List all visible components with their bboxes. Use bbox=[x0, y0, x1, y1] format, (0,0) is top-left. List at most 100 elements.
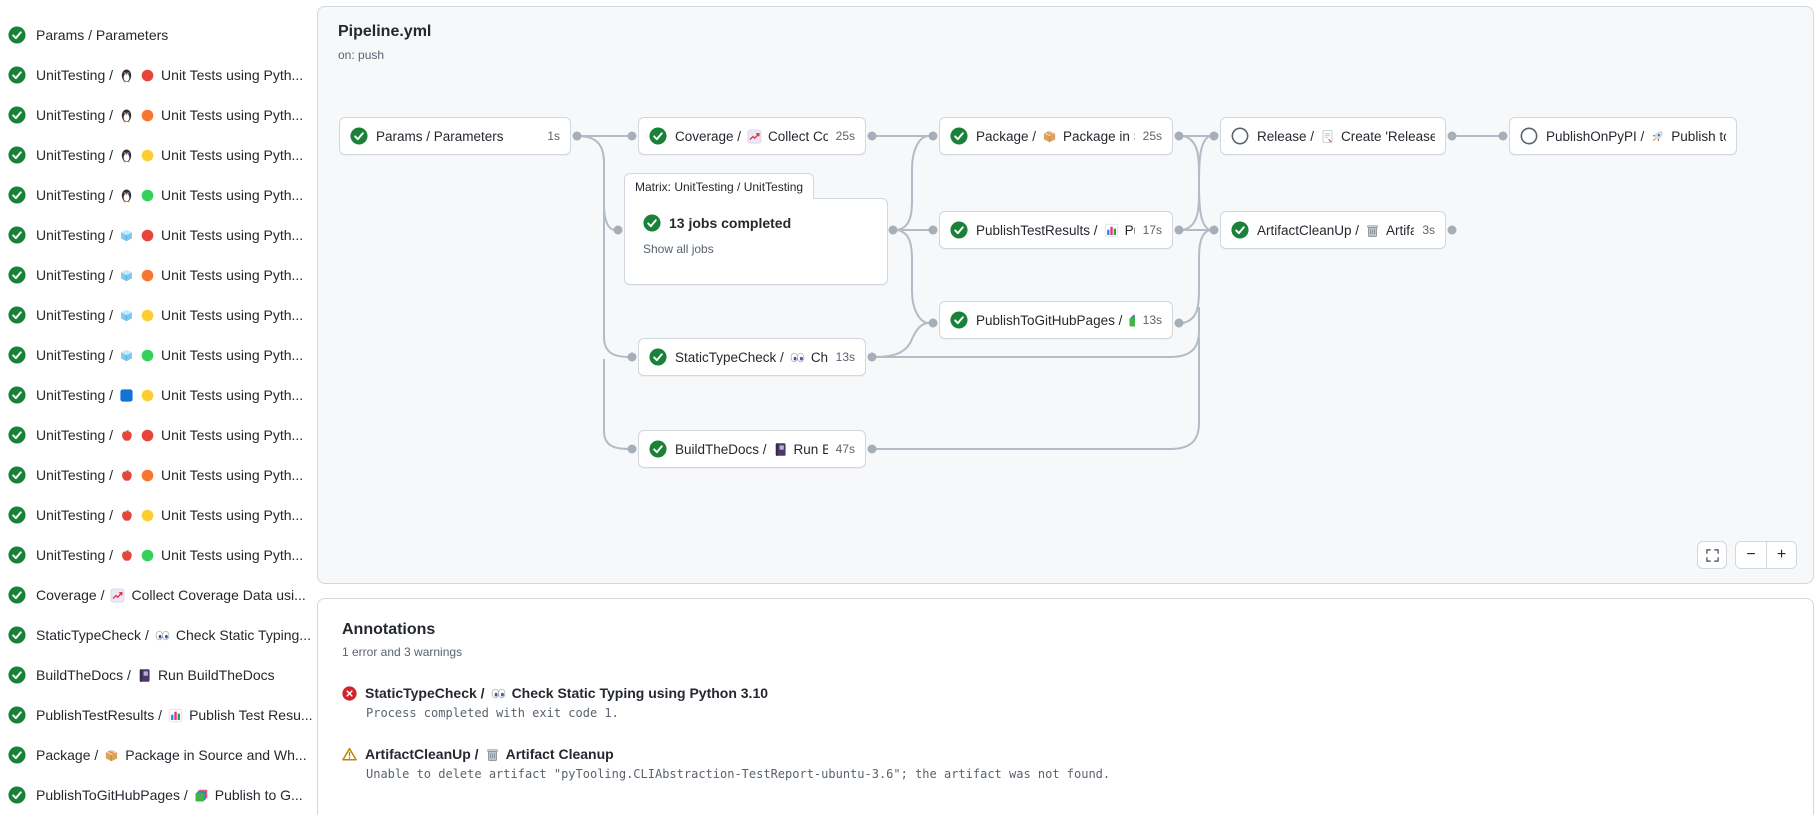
penguin-icon bbox=[119, 188, 134, 203]
label-text: PublishToGitHubPages / bbox=[36, 787, 188, 803]
sidebar-job-label: UnitTesting /Unit Tests using Pyth... bbox=[36, 227, 303, 243]
sidebar-job-item[interactable]: UnitTesting /Unit Tests using Pyth... bbox=[0, 455, 312, 495]
sidebar-job-item[interactable]: BuildTheDocs /Run BuildTheDocs bbox=[0, 655, 312, 695]
workflow-trigger: on: push bbox=[338, 48, 385, 62]
label-text: Unit Tests using Pyth... bbox=[161, 307, 304, 323]
label-text: Unit Tests using Pyth... bbox=[161, 267, 304, 283]
check-circle-icon bbox=[649, 440, 667, 458]
sidebar-job-item[interactable]: UnitTesting /Unit Tests using Pyth... bbox=[0, 95, 312, 135]
job-node-artifactcleanup[interactable]: ArtifactCleanUp /Artifac...3s bbox=[1220, 211, 1446, 249]
job-node-package[interactable]: Package /Package in So...25s bbox=[939, 117, 1173, 155]
sidebar-job-item[interactable]: UnitTesting /Unit Tests using Pyth... bbox=[0, 135, 312, 175]
eyes-icon bbox=[155, 628, 170, 643]
sidebar-job-item[interactable]: UnitTesting /Unit Tests using Pyth... bbox=[0, 375, 312, 415]
label-text: UnitTesting / bbox=[36, 67, 114, 83]
dot-green-icon bbox=[140, 188, 155, 203]
check-circle-icon bbox=[8, 626, 26, 644]
sidebar-job-label: UnitTesting /Unit Tests using Pyth... bbox=[36, 467, 303, 483]
sidebar-job-label: UnitTesting /Unit Tests using Pyth... bbox=[36, 387, 303, 403]
sidebar-job-label: PublishTestResults /Publish Test Resu... bbox=[36, 707, 312, 723]
job-node-publishtestresults[interactable]: PublishTestResults /Pu...17s bbox=[939, 211, 1173, 249]
show-all-jobs-link[interactable]: Show all jobs bbox=[643, 242, 714, 256]
zoom-in-button[interactable]: + bbox=[1766, 542, 1796, 568]
annotation-list: StaticTypeCheck /Check Static Typing usi… bbox=[342, 685, 1789, 781]
penguin-icon bbox=[119, 108, 134, 123]
sidebar-job-label: Coverage /Collect Coverage Data usi... bbox=[36, 587, 306, 603]
sidebar-job-item[interactable]: UnitTesting /Unit Tests using Pyth... bbox=[0, 335, 312, 375]
sidebar-job-label: Params / Parameters bbox=[36, 27, 168, 43]
job-node-buildthedocs[interactable]: BuildTheDocs /Run Buil...47s bbox=[638, 430, 866, 468]
annotations-title: Annotations bbox=[342, 621, 436, 638]
matrix-summary: 13 jobs completed bbox=[669, 215, 792, 231]
sidebar-job-item[interactable]: StaticTypeCheck /Check Static Typing... bbox=[0, 615, 312, 655]
empty-circle-icon bbox=[1231, 127, 1249, 145]
sidebar-job-item[interactable]: UnitTesting /Unit Tests using Pyth... bbox=[0, 295, 312, 335]
annotation-link[interactable]: ArtifactCleanUp /Artifact Cleanup bbox=[365, 746, 614, 762]
check-circle-icon bbox=[8, 746, 26, 764]
connector-dots bbox=[572, 131, 1508, 454]
sidebar-job-item[interactable]: UnitTesting /Unit Tests using Pyth... bbox=[0, 535, 312, 575]
sidebar-job-item[interactable]: PublishToGitHubPages / Publish to G... bbox=[0, 775, 312, 815]
fullscreen-icon bbox=[1705, 548, 1720, 563]
label-text: Unit Tests using Pyth... bbox=[161, 67, 304, 83]
sidebar-job-item[interactable]: UnitTesting /Unit Tests using Pyth... bbox=[0, 255, 312, 295]
sidebar-job-label: UnitTesting /Unit Tests using Pyth... bbox=[36, 507, 303, 523]
label-text: Collect Cove... bbox=[768, 128, 828, 144]
check-circle-icon bbox=[8, 346, 26, 364]
job-node-publishtogithubpages[interactable]: PublishToGitHubPages /...13s bbox=[939, 301, 1173, 339]
check-circle-icon bbox=[8, 426, 26, 444]
check-circle-icon bbox=[8, 706, 26, 724]
label-text: Package / bbox=[36, 747, 99, 763]
sidebar-job-item[interactable]: UnitTesting / Unit Tests using Pyth... bbox=[0, 55, 312, 95]
layers-icon bbox=[194, 788, 209, 803]
label-text: UnitTesting / bbox=[36, 187, 114, 203]
sidebar-job-item[interactable]: Package /Package in Source and Wh... bbox=[0, 735, 312, 775]
job-node-publishonpypi[interactable]: PublishOnPyPI /Publish to ... bbox=[1509, 117, 1737, 155]
label-text: Release / bbox=[1257, 128, 1315, 144]
error-badge-icon bbox=[342, 685, 357, 701]
job-node-label: PublishOnPyPI /Publish to ... bbox=[1546, 129, 1726, 144]
sidebar-job-label: BuildTheDocs /Run BuildTheDocs bbox=[36, 667, 275, 683]
sidebar-job-item[interactable]: UnitTesting /Unit Tests using Pyth... bbox=[0, 495, 312, 535]
ice-cube-icon bbox=[119, 228, 134, 243]
sidebar-job-item[interactable]: UnitTesting /Unit Tests using Pyth... bbox=[0, 415, 312, 455]
sidebar-job-item[interactable]: UnitTesting /Unit Tests using Pyth... bbox=[0, 215, 312, 255]
label-text: Unit Tests using Pyth... bbox=[161, 147, 304, 163]
job-node-label: PublishTestResults /Pu... bbox=[976, 223, 1135, 238]
matrix-group-box: 13 jobs completed Show all jobs bbox=[624, 198, 888, 285]
label-text: Package / bbox=[976, 128, 1037, 144]
check-circle-icon bbox=[8, 506, 26, 524]
job-node-release[interactable]: Release /Create 'Release P... bbox=[1220, 117, 1446, 155]
sidebar-job-item[interactable]: PublishTestResults /Publish Test Resu... bbox=[0, 695, 312, 735]
sidebar-job-item[interactable]: Params / Parameters bbox=[0, 15, 312, 55]
job-duration: 13s bbox=[1142, 313, 1162, 327]
sidebar-job-item[interactable]: Coverage /Collect Coverage Data usi... bbox=[0, 575, 312, 615]
sidebar-job-label: StaticTypeCheck /Check Static Typing... bbox=[36, 627, 311, 643]
package-icon bbox=[1042, 129, 1057, 144]
check-circle-icon bbox=[8, 666, 26, 684]
fullscreen-button[interactable] bbox=[1697, 541, 1727, 569]
annotation-detail: Unable to delete artifact "pyTooling.CLI… bbox=[366, 767, 1111, 781]
sidebar-job-label: UnitTesting / Unit Tests using Pyth... bbox=[36, 67, 303, 83]
check-circle-icon bbox=[8, 466, 26, 484]
job-duration: 25s bbox=[1142, 129, 1162, 143]
label-text: ArtifactCleanUp / bbox=[365, 746, 479, 762]
label-text: ArtifactCleanUp / bbox=[1257, 222, 1360, 238]
sidebar-job-label: Package /Package in Source and Wh... bbox=[36, 747, 307, 763]
ice-cube-icon bbox=[119, 348, 134, 363]
zoom-out-button[interactable]: − bbox=[1736, 542, 1766, 568]
label-text: Unit Tests using Pyth... bbox=[161, 547, 304, 563]
sidebar-job-label: UnitTesting /Unit Tests using Pyth... bbox=[36, 547, 303, 563]
label-text: UnitTesting / bbox=[36, 347, 114, 363]
job-node-coverage[interactable]: Coverage /Collect Cove...25s bbox=[638, 117, 866, 155]
job-node-statictypecheck[interactable]: StaticTypeCheck /Chec...13s bbox=[638, 338, 866, 376]
label-text: PublishToGitHubPages / bbox=[976, 312, 1123, 328]
sidebar-job-label: UnitTesting /Unit Tests using Pyth... bbox=[36, 267, 303, 283]
sidebar-job-item[interactable]: UnitTesting /Unit Tests using Pyth... bbox=[0, 175, 312, 215]
check-circle-icon bbox=[649, 127, 667, 145]
label-text: Collect Coverage Data usi... bbox=[131, 587, 306, 603]
label-text: Publish to G... bbox=[214, 787, 303, 803]
label-text: Unit Tests using Pyth... bbox=[161, 427, 304, 443]
annotation-link[interactable]: StaticTypeCheck /Check Static Typing usi… bbox=[365, 685, 768, 701]
